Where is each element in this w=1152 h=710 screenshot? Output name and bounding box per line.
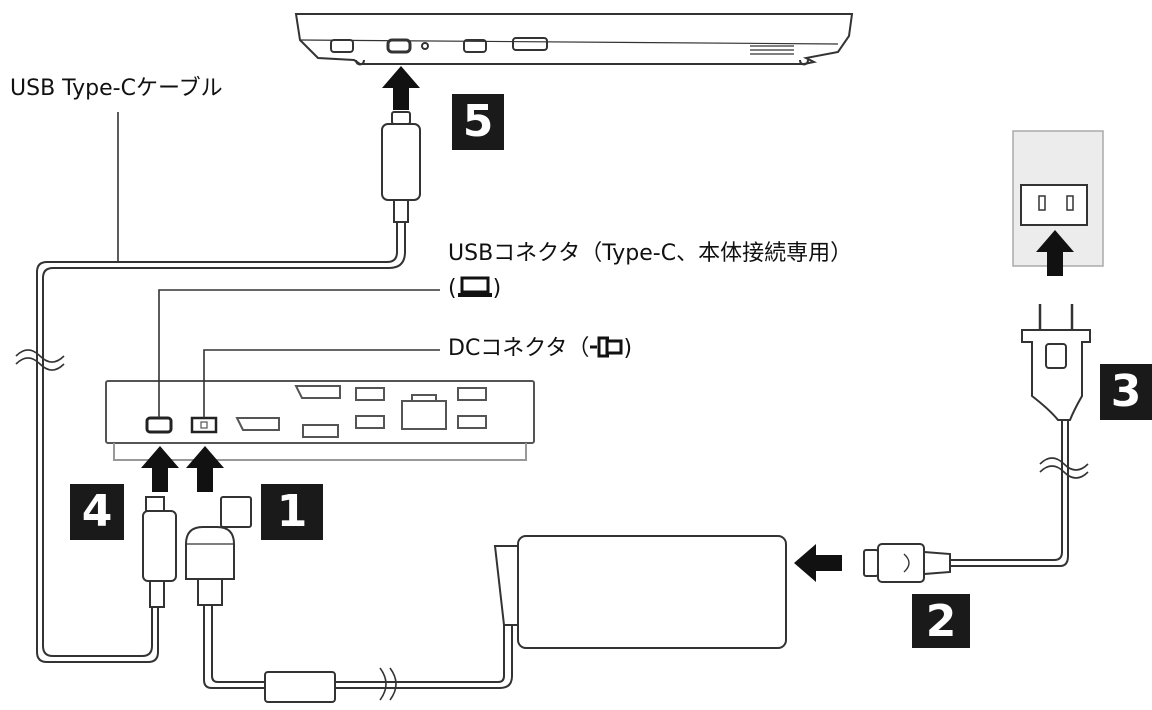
dc-connector-label: DCコネクタ（) — [448, 336, 632, 362]
dc-connector-text: DCコネクタ（ — [448, 336, 590, 361]
step-badge-1: 1 — [261, 484, 323, 540]
ac-adapter — [493, 535, 787, 649]
step-badge-2: 2 — [912, 594, 970, 648]
step-badge-4: 4 — [70, 484, 124, 540]
arrow-up-laptop — [382, 66, 420, 110]
usb-connector-label: USBコネクタ（Type-C、本体接続専用） — [448, 241, 853, 266]
arrow-up-dock-usb — [141, 446, 179, 492]
laptop-side-view — [294, 13, 854, 66]
dc-cable — [185, 496, 513, 703]
insertion-arrows — [141, 66, 1074, 582]
step-badge-5: 5 — [452, 94, 504, 150]
ac-power-cord — [863, 304, 1091, 583]
usb-type-c-cable — [15, 111, 421, 663]
arrow-left-adapter — [794, 544, 842, 582]
arrow-up-outlet — [1036, 230, 1074, 276]
dock-station — [105, 380, 535, 461]
step-badge-3: 3 — [1100, 364, 1152, 420]
symbol-close-paren: ) — [492, 276, 502, 301]
usb-cable-label: USB Type-Cケーブル — [10, 76, 223, 101]
usb-connector-symbol: () — [448, 276, 501, 302]
dc-plug-icon — [590, 336, 623, 358]
laptop-icon — [457, 276, 492, 297]
arrow-up-dock-dc — [186, 446, 224, 492]
callout-leaders — [158, 289, 440, 418]
symbol-open-paren: ( — [448, 276, 457, 301]
dc-connector-close: ) — [623, 336, 633, 361]
